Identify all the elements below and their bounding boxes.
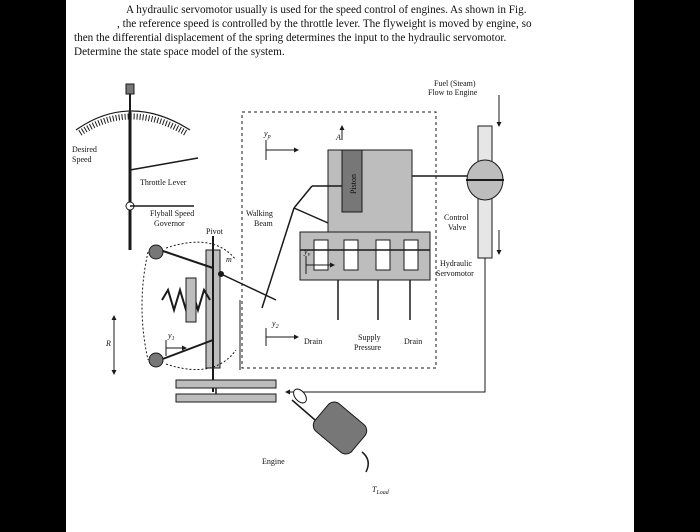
symbol-m: m (226, 255, 232, 264)
label-flyball-1: Flyball Speed (150, 209, 194, 218)
system-boundary (241, 111, 437, 369)
symbol-r: R (105, 339, 111, 348)
label-t-load-sub: Load (375, 490, 389, 496)
label-drain-left: Drain (304, 337, 322, 346)
symbol-y2-main: y (271, 319, 276, 328)
label-desired-speed-1: Desired (72, 145, 97, 154)
symbol-y2: y2 (271, 319, 279, 330)
symbol-y2-sub: 2 (276, 324, 279, 330)
question-line-4: Determine the state space model of the s… (74, 46, 285, 58)
label-walking-2: Beam (254, 219, 273, 228)
label-supply-1: Supply (358, 333, 381, 342)
label-throttle-lever: Throttle Lever (140, 178, 187, 187)
label-drain-right: Drain (404, 337, 422, 346)
piston-label: Piston (349, 174, 358, 194)
label-t-load: TLoad (372, 485, 390, 496)
symbol-y1: y1 (167, 331, 175, 342)
label-walking-1: Walking (246, 209, 273, 218)
symbol-yp-sub: p (267, 134, 271, 140)
label-desired-speed-2: Speed (72, 155, 92, 164)
symbol-yv-main: y (303, 247, 308, 256)
question-line-1: A hydraulic servomotor usually is used f… (126, 4, 527, 16)
label-control-2: Valve (448, 223, 467, 232)
symbol-a: A (335, 133, 341, 142)
question-text: A hydraulic servomotor usually is used f… (74, 3, 626, 59)
symbol-y1-main: y (167, 331, 172, 340)
symbol-yp: yp (263, 129, 271, 140)
label-hydraulic-1: Hydraulic (440, 259, 472, 268)
label-fuel-2: Flow to Engine (428, 88, 478, 97)
walking-beam (218, 185, 345, 370)
label-fuel-1: Fuel (Steam) (434, 79, 476, 88)
symbol-y1-sub: 1 (172, 336, 175, 342)
label-t-load-main: T (372, 485, 377, 494)
symbol-yp-main: y (263, 129, 268, 138)
speed-dial (75, 83, 191, 136)
label-control-1: Control (444, 213, 469, 222)
engine (291, 388, 369, 473)
label-pivot: Pivot (206, 227, 224, 236)
label-flyball-2: Governor (154, 219, 185, 228)
control-valve (466, 95, 504, 259)
symbol-yv: yv (303, 247, 311, 258)
question-page: A hydraulic servomotor usually is used f… (66, 0, 634, 532)
label-engine: Engine (262, 457, 285, 466)
label-hydraulic-2: Servomotor (436, 269, 474, 278)
question-line-3: then the differential displacement of th… (74, 32, 507, 44)
label-supply-2: Pressure (354, 343, 382, 352)
feedback-line (175, 258, 486, 403)
question-line-2: , the reference speed is controlled by t… (117, 18, 532, 30)
hydraulic-servomotor: Piston (299, 149, 468, 320)
servomotor-diagram: Piston (72, 79, 504, 496)
flyball-governor (130, 205, 237, 392)
symbol-yv-sub: v (308, 252, 311, 258)
